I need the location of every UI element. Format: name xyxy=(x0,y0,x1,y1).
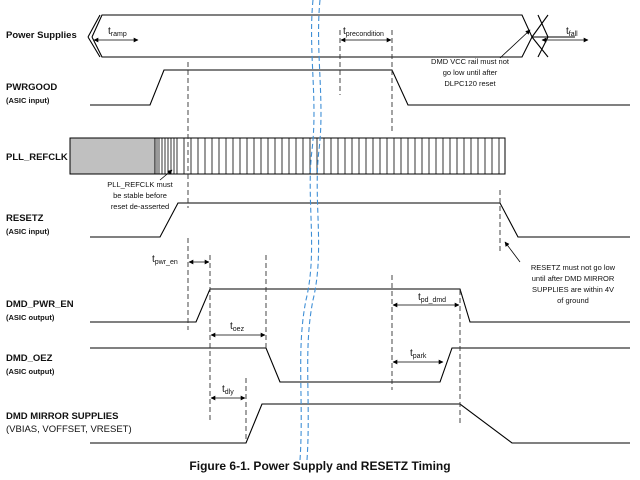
label-t-ramp: tramp xyxy=(108,26,127,38)
label-t-park: tpark xyxy=(410,348,427,360)
svg-text:RESETZ must not go low: RESETZ must not go low xyxy=(531,263,616,272)
label-t-dly: tdly xyxy=(222,384,234,396)
label-pll-refclk: PLL_REFCLK xyxy=(6,152,68,163)
svg-text:DLPC120 reset: DLPC120 reset xyxy=(444,79,496,88)
waveform-power-supplies xyxy=(91,14,575,58)
waveform-dmd-mirror-supplies xyxy=(90,403,630,444)
svg-text:of ground: of ground xyxy=(557,296,589,305)
label-power-supplies: Power Supplies xyxy=(6,30,77,41)
svg-text:reset de-asserted: reset de-asserted xyxy=(111,202,169,211)
label-t-fall: tfall xyxy=(566,26,578,38)
timing-arrows xyxy=(93,37,589,401)
label-pwrgood-sub: (ASIC input) xyxy=(6,96,50,105)
svg-text:be stable before: be stable before xyxy=(113,191,167,200)
svg-text:go low until after: go low until after xyxy=(443,68,498,77)
label-resetz: RESETZ xyxy=(6,213,44,224)
pll-refclk-stable-region xyxy=(154,137,506,175)
label-t-precondition: tprecondition xyxy=(343,26,384,38)
label-pwrgood: PWRGOOD xyxy=(6,82,57,93)
label-t-pd-dmd: tpd_dmd xyxy=(418,292,446,304)
timing-reference-lines xyxy=(187,30,501,440)
label-dmd-mirror-sub: (VBIAS, VOFFSET, VRESET) xyxy=(6,424,132,435)
label-dmd-oez: DMD_OEZ xyxy=(6,353,53,364)
note-vcc-rail: DMD VCC rail must not go low until after… xyxy=(431,29,531,88)
svg-text:SUPPLIES are within 4V: SUPPLIES are within 4V xyxy=(532,285,614,294)
pll-refclk-unstable-region xyxy=(69,137,156,175)
waveform-pwrgood xyxy=(90,69,630,106)
time-break-line-right xyxy=(306,0,322,461)
label-t-pwr-en: tpwr_en xyxy=(152,254,178,266)
waveform-resetz xyxy=(90,202,630,238)
figure-caption: Figure 6-1. Power Supply and RESETZ Timi… xyxy=(189,459,450,473)
time-break-line-left xyxy=(299,0,315,461)
svg-text:until after DMD MIRROR: until after DMD MIRROR xyxy=(532,274,615,283)
svg-text:PLL_REFCLK must: PLL_REFCLK must xyxy=(107,180,173,189)
label-dmd-oez-sub: (ASIC output) xyxy=(6,367,55,376)
label-resetz-sub: (ASIC input) xyxy=(6,227,50,236)
label-dmd-pwr-en-sub: (ASIC output) xyxy=(6,313,55,322)
waveform-power-supplies-edges xyxy=(87,14,549,58)
pll-refclk-clock-edges xyxy=(156,138,500,174)
label-dmd-pwr-en: DMD_PWR_EN xyxy=(6,299,74,310)
label-t-oez: toez xyxy=(230,321,245,333)
note-pll-refclk: PLL_REFCLK must be stable before reset d… xyxy=(107,169,174,211)
note-resetz: RESETZ must not go low until after DMD M… xyxy=(504,241,616,305)
label-dmd-mirror-supplies: DMD MIRROR SUPPLIES xyxy=(6,411,118,422)
svg-text:DMD VCC rail must not: DMD VCC rail must not xyxy=(431,57,510,66)
waveform-dmd-oez xyxy=(90,347,630,383)
waveform-dmd-pwr-en xyxy=(90,288,630,323)
